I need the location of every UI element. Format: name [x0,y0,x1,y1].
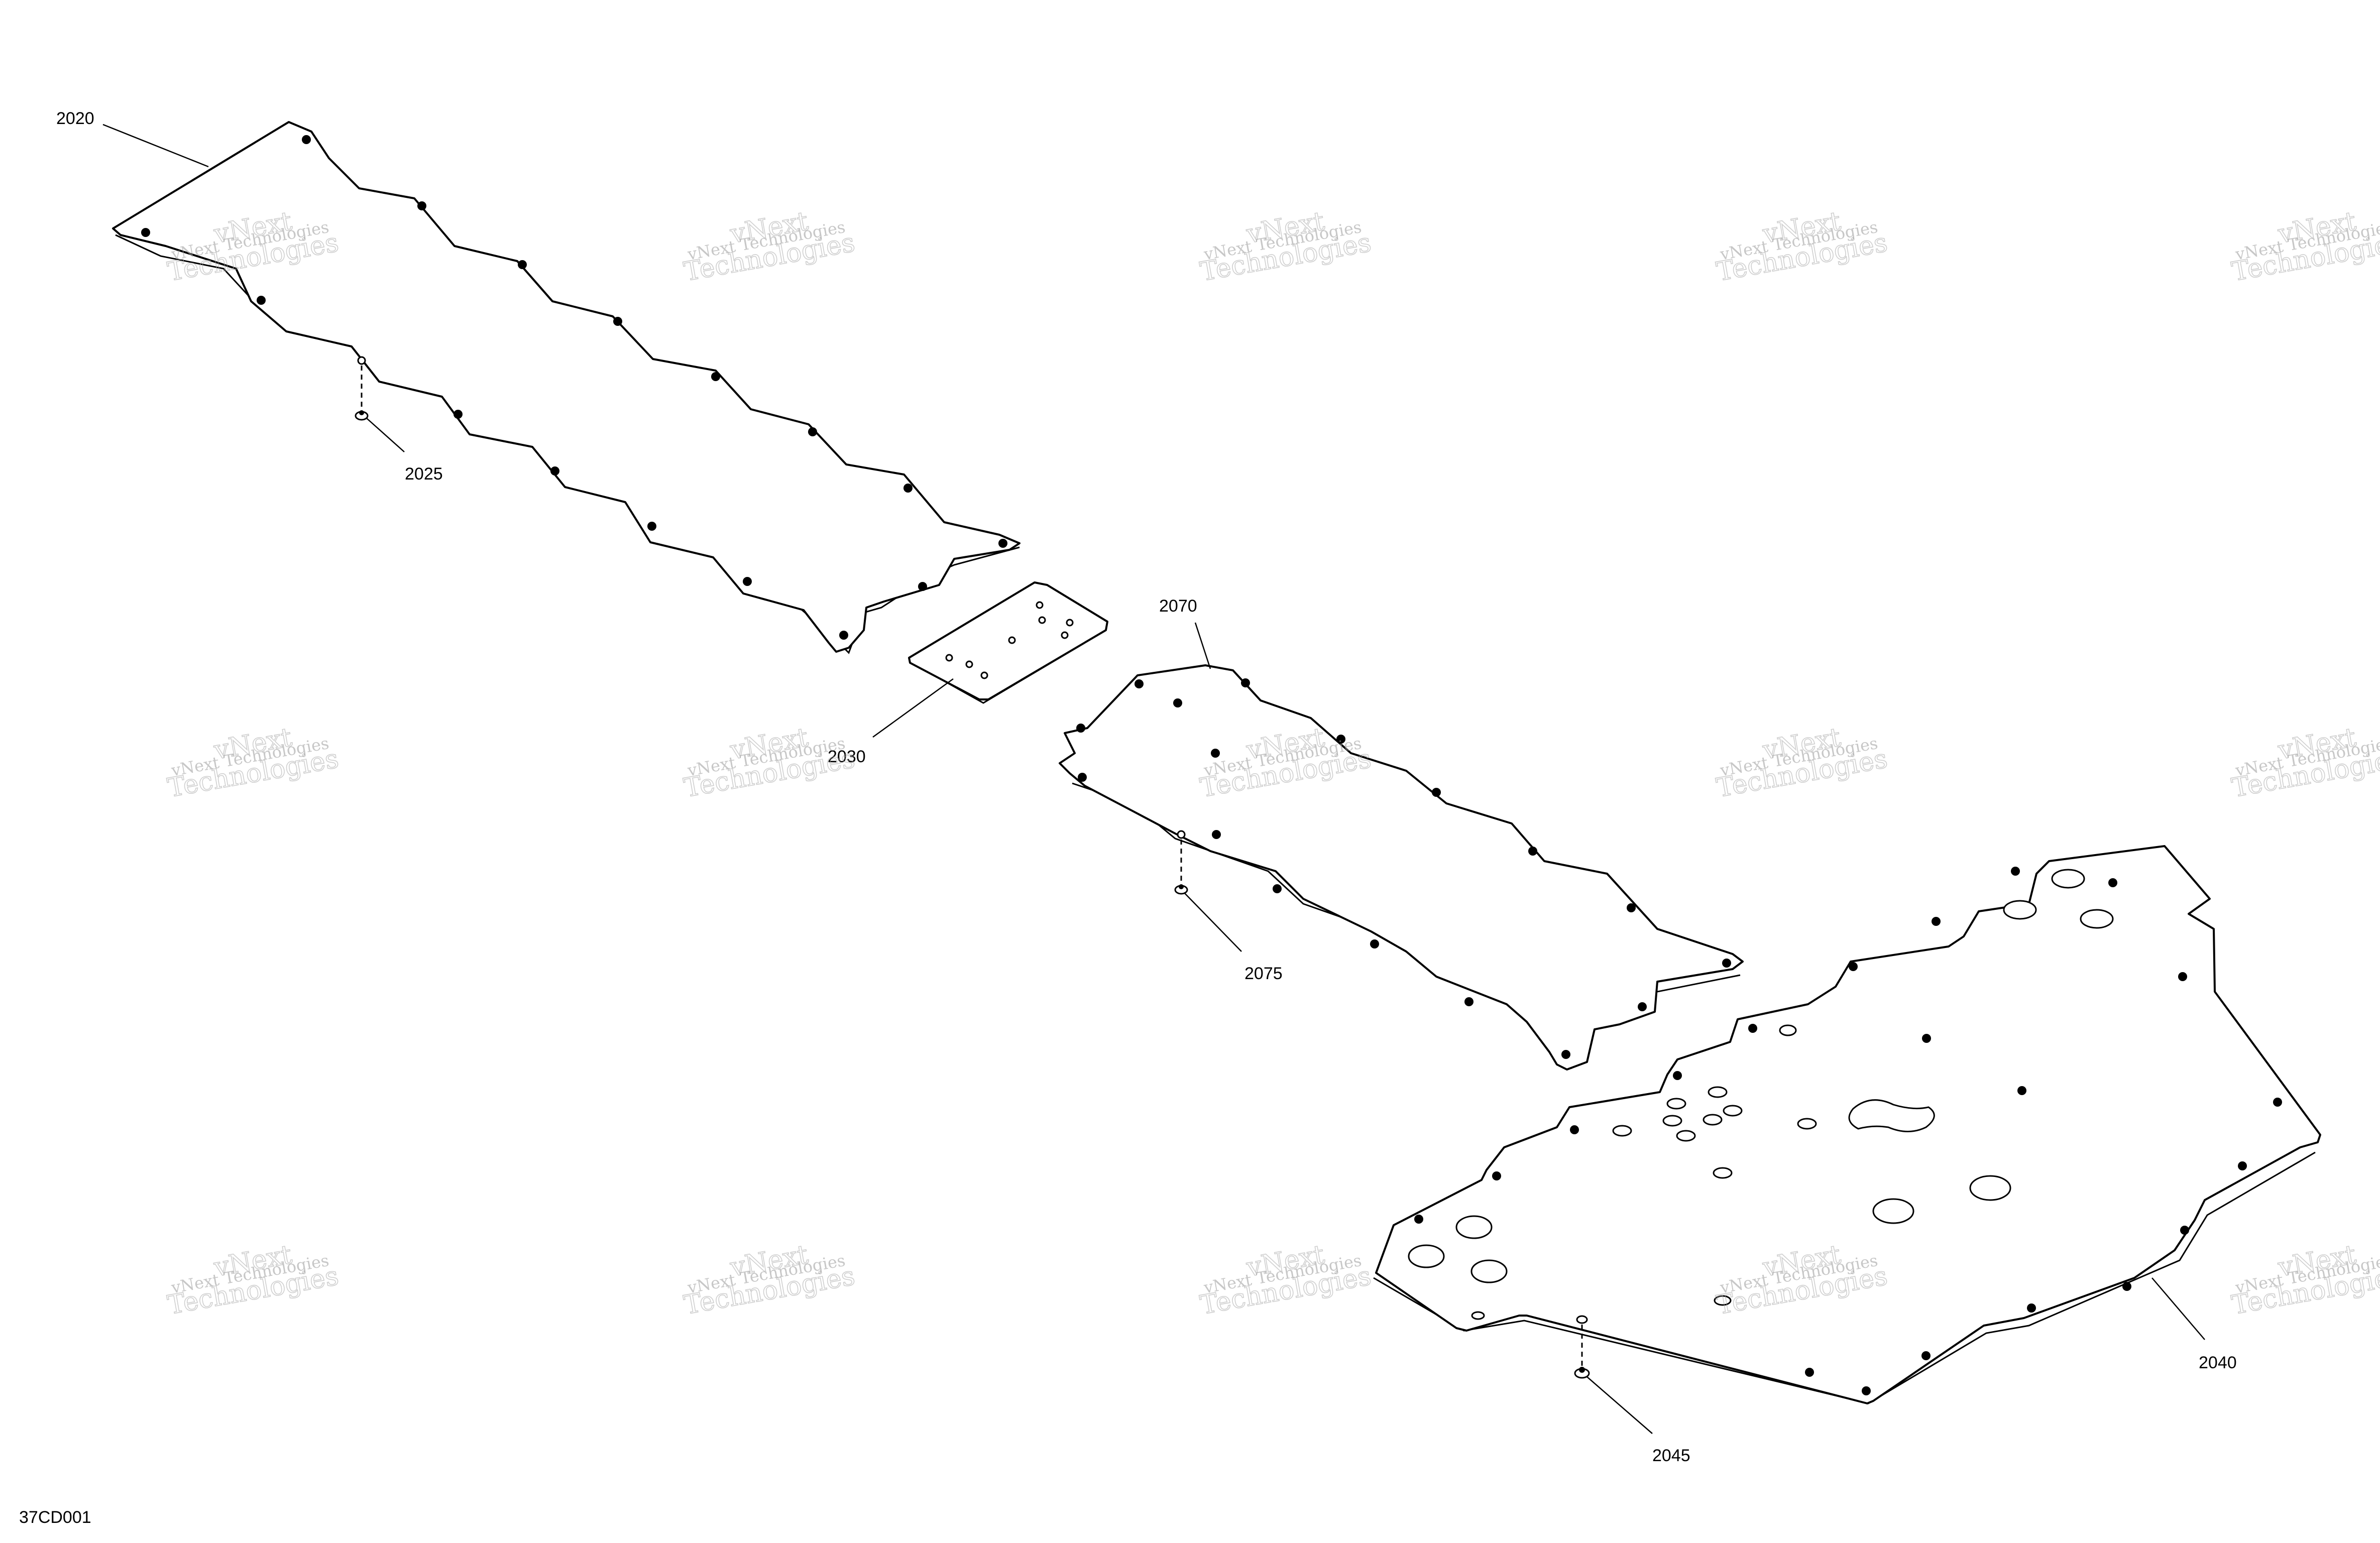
part-2070-bolts [1076,678,1731,1059]
part-2040-holes [1408,869,2114,1324]
callout-2025: 2025 [405,464,443,484]
part-2040-plate [1373,845,2321,1404]
callout-2075: 2075 [1244,964,1283,983]
part-2030-plate [908,581,1108,704]
callout-2070: 2070 [1159,597,1197,616]
callout-2040: 2040 [2199,1353,2237,1372]
callout-labels: 2020 2025 2030 2070 2075 2040 2045 37CD0… [19,109,2237,1527]
part-2040-bolts [1414,867,2282,1395]
leader-lines [102,124,2205,1434]
part-2030-holes [945,601,1074,679]
part-2020-plate [112,121,1021,654]
part-2045-fastener [1574,1325,1590,1379]
part-2070-plate [1059,664,1744,1071]
drawing-code: 37CD001 [19,1508,91,1527]
part-2025-fastener [355,366,369,421]
part-2020-bolts [141,135,1007,640]
part-2075-fastener [1174,840,1188,895]
callout-2030: 2030 [828,747,866,766]
callout-2020: 2020 [56,109,94,128]
callout-2045: 2045 [1652,1446,1690,1465]
